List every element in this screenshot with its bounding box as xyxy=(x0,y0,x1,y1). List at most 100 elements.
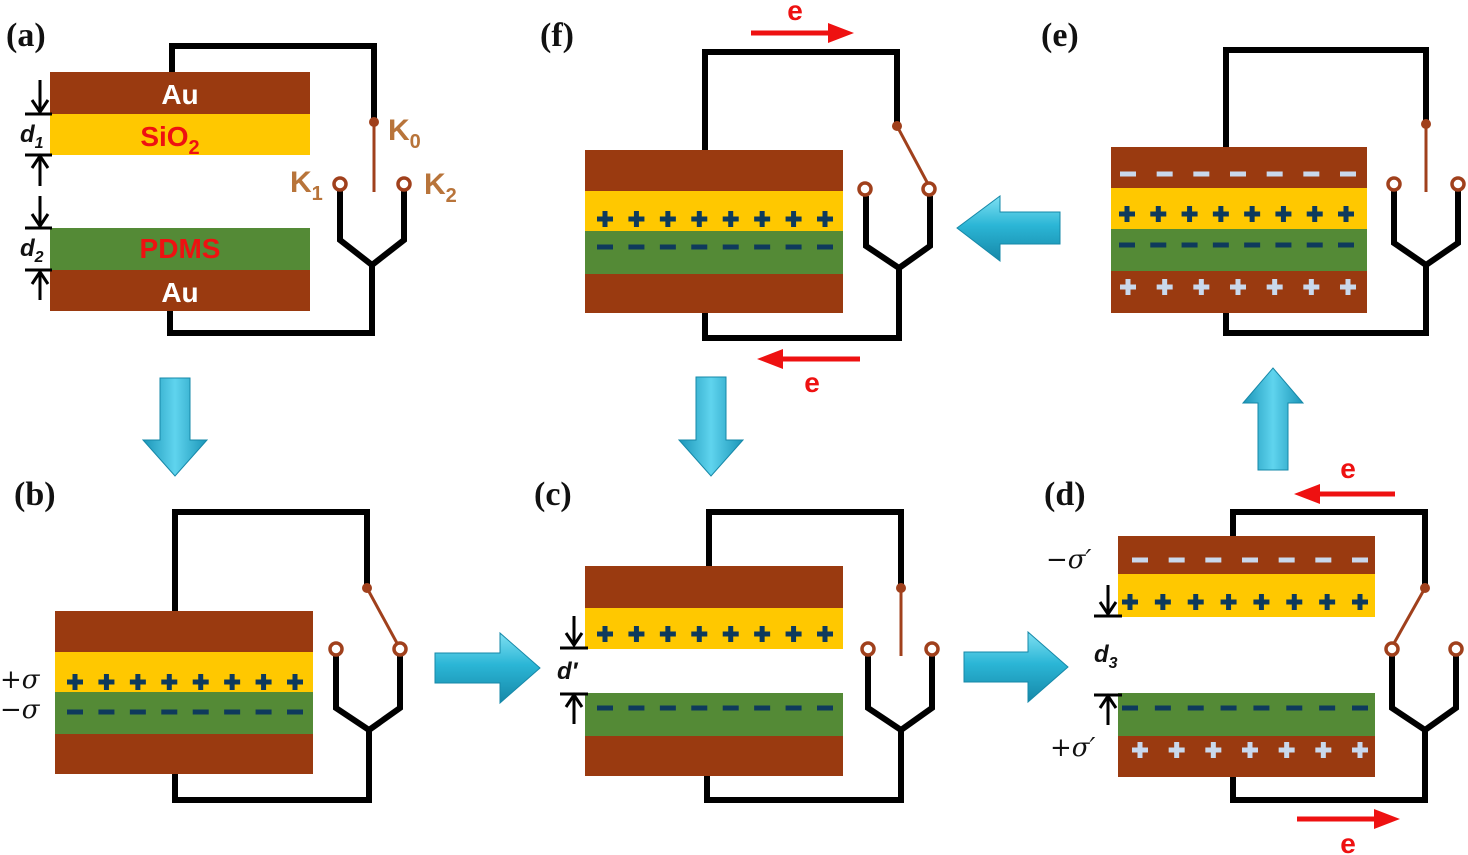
plus-charge xyxy=(1154,594,1171,610)
plus-charge xyxy=(597,211,613,227)
minus-charge xyxy=(659,244,676,250)
switch-to-k1[interactable] xyxy=(1391,587,1427,646)
minus-charge xyxy=(1340,171,1356,177)
electron-label-bottom: e xyxy=(1340,828,1356,855)
plus-charge xyxy=(659,211,676,227)
flow-arrow-f-to-c xyxy=(677,376,745,477)
minus-charge xyxy=(1278,557,1295,563)
minus-charge xyxy=(1352,705,1368,711)
pdms-layer xyxy=(1111,229,1367,271)
plus-charge xyxy=(1286,594,1303,610)
panel-b: (b) +σ −σ xyxy=(0,476,408,803)
terminal-k1 xyxy=(860,641,876,657)
switch-pivot xyxy=(1420,583,1430,593)
minus-charge xyxy=(1242,557,1258,563)
top-wire xyxy=(1230,509,1428,586)
top-wire xyxy=(169,43,377,122)
bottom-wire xyxy=(704,656,935,803)
terminal-k1 xyxy=(328,641,344,657)
electron-label-bottom: e xyxy=(804,367,820,398)
bottom-electrode xyxy=(1118,736,1375,777)
panel-label-b: (b) xyxy=(14,476,56,513)
sio2-layer xyxy=(1111,188,1367,229)
panel-f: (f) e e xyxy=(540,0,937,398)
plus-charge xyxy=(1266,279,1283,295)
bottom-electrode xyxy=(55,734,313,774)
minus-charge xyxy=(1220,705,1237,711)
electron-label-top: e xyxy=(787,0,803,26)
top-electrode xyxy=(585,150,843,191)
pdms-layer xyxy=(50,228,310,270)
d2-dimension: d2 xyxy=(20,196,52,300)
top-wire xyxy=(172,509,370,611)
minus-charge xyxy=(754,244,771,250)
terminal-k2 xyxy=(396,176,412,192)
minus-charge xyxy=(1205,557,1222,563)
terminal-k1 xyxy=(857,181,873,197)
plus-charge xyxy=(98,674,115,690)
minus-charge xyxy=(1120,171,1136,177)
switch-pivot xyxy=(896,583,906,593)
minus-charge xyxy=(628,244,645,250)
d3-dimension: d3 xyxy=(1094,585,1122,725)
minus-charge xyxy=(192,709,209,715)
minus-charge xyxy=(1244,242,1261,248)
sio2-layer xyxy=(585,191,843,231)
terminal-k2 xyxy=(1450,176,1466,192)
minus-charge xyxy=(817,244,833,250)
sio2-layer xyxy=(50,114,310,155)
terminal-k2 xyxy=(392,641,408,657)
plus-charge xyxy=(1244,206,1261,222)
plus-charge xyxy=(1340,279,1356,295)
plus-charge xyxy=(1352,594,1368,610)
negative-charge-row xyxy=(1122,705,1368,711)
bottom-wire xyxy=(1223,190,1461,336)
plus-charge xyxy=(1156,279,1173,295)
plus-charge xyxy=(1220,594,1237,610)
plus-charge xyxy=(1168,742,1185,758)
plus-charge xyxy=(161,674,178,690)
k0-label: K0 xyxy=(388,114,421,153)
top-wire xyxy=(1223,47,1429,147)
plus-charge xyxy=(1278,742,1295,758)
plus-charge xyxy=(659,626,676,642)
minus-charge xyxy=(1119,242,1135,248)
top-electrode xyxy=(585,566,843,608)
plus-charge xyxy=(817,626,833,642)
panel-label-f: (f) xyxy=(540,17,574,54)
plus-charge xyxy=(1319,594,1336,610)
minus-charge xyxy=(224,709,241,715)
switch-to-k2[interactable] xyxy=(365,587,400,646)
minus-charge xyxy=(1338,242,1354,248)
minus-charge xyxy=(691,244,708,250)
switch-to-k2[interactable] xyxy=(895,125,930,185)
negative-charge-row xyxy=(597,244,833,250)
minus-charge xyxy=(1181,242,1198,248)
minus-charge xyxy=(1306,242,1323,248)
minus-charge xyxy=(1122,705,1138,711)
flow-arrow-c-to-d xyxy=(963,630,1069,704)
electron-arrow-bottom-left xyxy=(757,349,860,369)
plus-charge xyxy=(1352,742,1368,758)
plus-charge xyxy=(1242,742,1258,758)
panel-d: (d) −σ′ +σ′ d3 e xyxy=(1044,453,1464,855)
bottom-electrode xyxy=(585,274,843,313)
positive-charge-row xyxy=(1132,742,1368,758)
plus-charge xyxy=(67,674,83,690)
negative-charge-row xyxy=(1119,242,1354,248)
sio2-layer xyxy=(1118,574,1375,617)
plus-charge xyxy=(224,674,241,690)
top-electrode xyxy=(1111,147,1367,188)
plus-charge xyxy=(628,211,645,227)
minus-charge xyxy=(1212,242,1229,248)
panel-e: (e) xyxy=(1041,17,1466,336)
negative-charge-row xyxy=(597,705,833,711)
minus-charge xyxy=(785,705,802,711)
plus-charge xyxy=(1230,279,1246,295)
minus-charge xyxy=(1253,705,1270,711)
plus-charge xyxy=(722,626,739,642)
bottom-wire xyxy=(167,190,407,336)
electron-label-top: e xyxy=(1340,453,1356,484)
minus-sigma-label: −σ xyxy=(0,695,41,725)
